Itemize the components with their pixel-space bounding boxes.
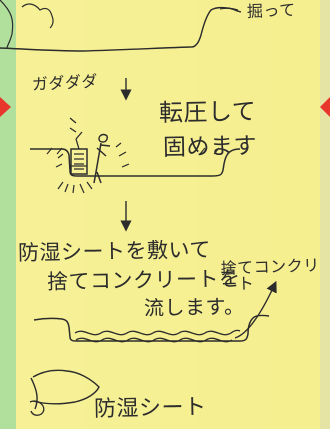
moisture-label-line1: 防湿シートを敷いて	[17, 237, 212, 265]
top-left-scribble-2	[21, 3, 54, 29]
compaction-label-line1: 転圧して	[158, 97, 257, 127]
excavation-line-top-2	[219, 7, 239, 11]
rolled-sheet-edge	[30, 377, 38, 410]
concrete-callout-label: 捨てコンクリート	[220, 255, 320, 294]
worker-figure	[93, 142, 111, 184]
ground-impact-marks	[57, 181, 93, 194]
tamper-handle	[69, 117, 83, 150]
concrete-wave-top	[74, 329, 241, 336]
tamper-machine	[70, 148, 88, 175]
left-red-arrow	[0, 97, 11, 117]
worker-head	[98, 133, 108, 143]
vibration-marks	[55, 142, 130, 168]
rolled-sheet-outline	[32, 369, 100, 405]
compaction-label-line2: 固めます	[162, 133, 258, 161]
rolled-sheet-roll	[29, 400, 45, 416]
concrete-wave-bottom	[75, 337, 233, 343]
bottom-sheet-label: 防湿シート	[93, 395, 207, 422]
right-gray-edge	[320, 0, 330, 429]
moisture-label-line2: 捨てコンクリートを	[46, 266, 241, 294]
excavation-line-top	[0, 6, 242, 52]
top-left-scribble	[0, 0, 14, 49]
top-right-label: 掘って	[246, 0, 296, 21]
left-green-edge	[0, 0, 16, 429]
right-red-arrow	[320, 97, 330, 117]
sound-effect-label: ガダダダ	[31, 71, 99, 94]
tamper-details	[71, 153, 87, 170]
moisture-label-line3: 流します。	[143, 294, 245, 320]
